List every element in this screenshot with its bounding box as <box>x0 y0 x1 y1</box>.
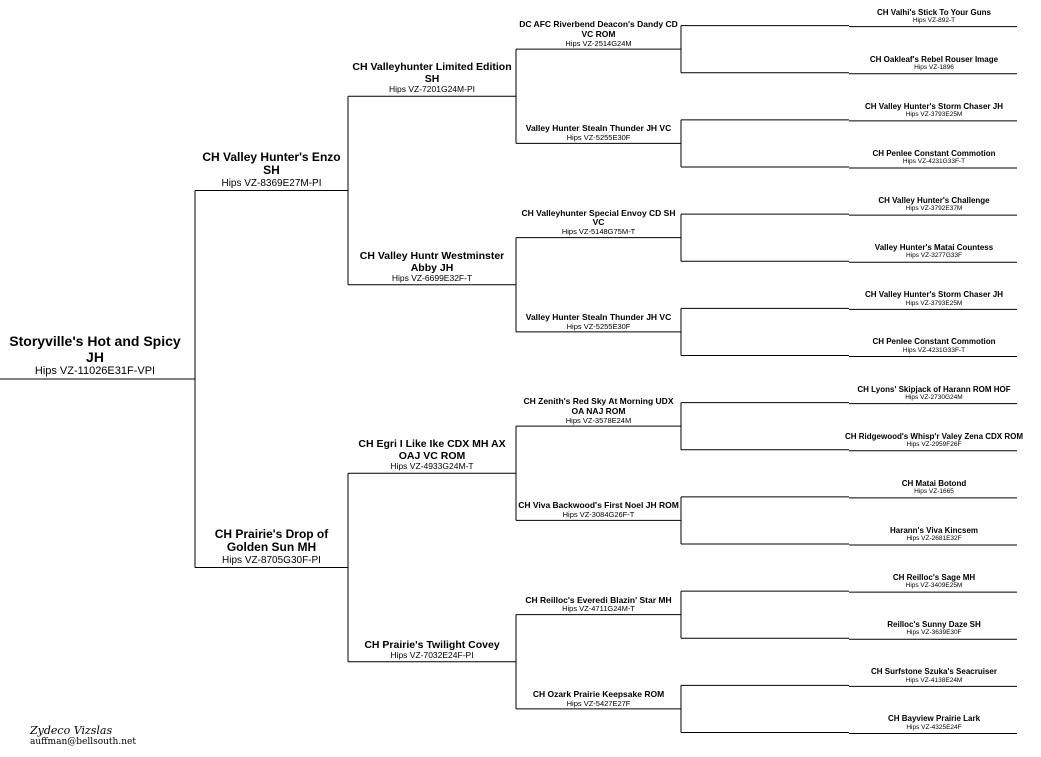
hips-registration: Hips VZ-4231G33F-T <box>902 346 966 354</box>
dog-name: Valley Hunter Stealn Thunder JH VC <box>525 311 672 322</box>
dog-name: Harann's Viva Kincsem <box>889 525 979 535</box>
pedigree-entry: CH Ridgewood's Whisp'r Valey Zena CDX RO… <box>839 432 1029 449</box>
dog-name: Valley Hunter's Matai Countess <box>874 243 994 253</box>
dog-name: CH Valleyhunter Special Envoy CD SH VC <box>521 207 676 228</box>
hips-registration: Hips VZ-3277G33F <box>906 252 962 260</box>
dog-name: CH Valley Hunter's Enzo SH <box>202 149 341 178</box>
dog-name: CH Prairie's Twilight Covey <box>364 638 500 651</box>
hips-registration: Hips VZ-892-T <box>912 16 956 24</box>
hips-registration: Hips VZ-4933G24M-T <box>390 461 474 472</box>
hips-registration: Hips VZ-1896 <box>914 63 954 71</box>
dog-name: Valley Hunter Stealn Thunder JH VC <box>525 123 672 134</box>
hips-registration: Hips VZ-11026E31F-VPI <box>34 365 156 378</box>
dog-name: CH Matai Botond <box>901 478 967 488</box>
hips-registration: Hips VZ-7201G24M-PI <box>389 84 475 95</box>
dog-name: CH Zenith's Red Sky At Morning UDX OA NA… <box>523 396 674 416</box>
kennel-name: Zydeco Vizslas <box>30 724 113 737</box>
dog-name: CH Oakleaf's Rebel Rouser Image <box>869 54 999 64</box>
hips-registration: Hips VZ-4325E24F <box>906 723 962 731</box>
dog-name: CH Viva Backwood's First Noel JH ROM <box>518 500 679 511</box>
dog-name: CH Egri I Like Ike CDX MH AX OAJ VC ROM <box>358 438 506 463</box>
hips-registration: Hips VZ-2514G24M <box>565 38 632 48</box>
hips-registration: Hips VZ-2730G24M <box>905 393 963 401</box>
hips-registration: Hips VZ-3793E25M <box>905 299 963 307</box>
hips-registration: Hips VZ-8369E27M-PI <box>221 178 322 190</box>
dog-name: Storyville's Hot and Spicy JH <box>9 333 181 366</box>
hips-registration: Hips VZ-5255E30F <box>566 133 631 143</box>
dog-name: CH Surfstone Szuka's Seacruiser <box>871 667 997 677</box>
dog-name: CH Penlee Constant Commotion <box>872 148 996 158</box>
dog-name: CH Valleyhunter Limited Edition SH <box>352 61 512 86</box>
hips-registration: Hips VZ-3792E37M <box>905 205 963 213</box>
hips-registration: Hips VZ-7032E24F-PI <box>390 649 474 660</box>
dog-name: CH Ridgewood's Whisp'r Valey Zena CDX RO… <box>844 431 1024 441</box>
dog-name: CH Lyons' Skipjack of Harann ROM HOF <box>857 384 1011 394</box>
dog-name: CH Valley Hunter's Challenge <box>878 196 990 206</box>
hips-registration: Hips VZ-1665 <box>914 488 954 495</box>
hips-registration: Hips VZ-5427E27F <box>566 698 631 708</box>
kennel-signature: Zydeco Vizslas auffman@bellsouth.net <box>30 724 136 747</box>
hips-registration: Hips VZ-8705G30F-PI <box>222 555 321 567</box>
pedigree-entry: CH Zenith's Red Sky At Morning UDX OA NA… <box>518 396 679 425</box>
dog-name: CH Valley Huntr Westminster Abby JH <box>359 249 505 274</box>
dog-name: CH Reilloc's Sage MH <box>892 573 976 583</box>
hips-registration: Hips VZ-4138E24M <box>905 676 963 684</box>
pedigree-entry: DC AFC Riverbend Deacon's Dandy CD VC RO… <box>518 19 679 48</box>
hips-registration: Hips VZ-6699E32F-T <box>391 272 473 283</box>
contact-email[interactable]: auffman@bellsouth.net <box>30 737 136 747</box>
dog-name: Reilloc's Sunny Daze SH <box>887 620 981 630</box>
hips-registration: Hips VZ-3639E30F <box>906 629 962 637</box>
dog-name: DC AFC Riverbend Deacon's Dandy CD VC RO… <box>519 19 678 39</box>
hips-registration: Hips VZ-4231G33F-T <box>902 158 966 166</box>
hips-registration: Hips VZ-2959F26F <box>906 440 962 448</box>
dog-name: CH Reilloc's Everedi Blazin' Star MH <box>525 594 672 605</box>
dog-name: CH Prairie's Drop of Golden Sun MH <box>214 526 329 555</box>
hips-registration: Hips VZ-3409E25M <box>905 582 963 590</box>
dog-name: CH Ozark Prairie Keepsake ROM <box>532 688 665 699</box>
hips-registration: Hips VZ-5255E30F <box>566 321 631 331</box>
hips-registration: Hips VZ-3084G26F-T <box>562 510 635 520</box>
hips-registration: Hips VZ-3793E25M <box>905 111 963 118</box>
dog-name: CH Valhi's Stick To Your Guns <box>877 7 991 17</box>
dog-name: CH Penlee Constant Commotion <box>872 337 996 347</box>
dog-name: CH Bayview Prairie Lark <box>887 714 981 724</box>
dog-name: CH Valley Hunter's Storm Chaser JH <box>865 101 1003 111</box>
dog-name: CH Valley Hunter's Storm Chaser JH <box>865 290 1003 300</box>
hips-registration: Hips VZ-5148G75M-T <box>561 227 636 237</box>
hips-registration: Hips VZ-4711G24M-T <box>562 604 635 614</box>
hips-registration: Hips VZ-2681E32F <box>906 535 962 543</box>
hips-registration: Hips VZ-3578E24M <box>565 415 632 425</box>
